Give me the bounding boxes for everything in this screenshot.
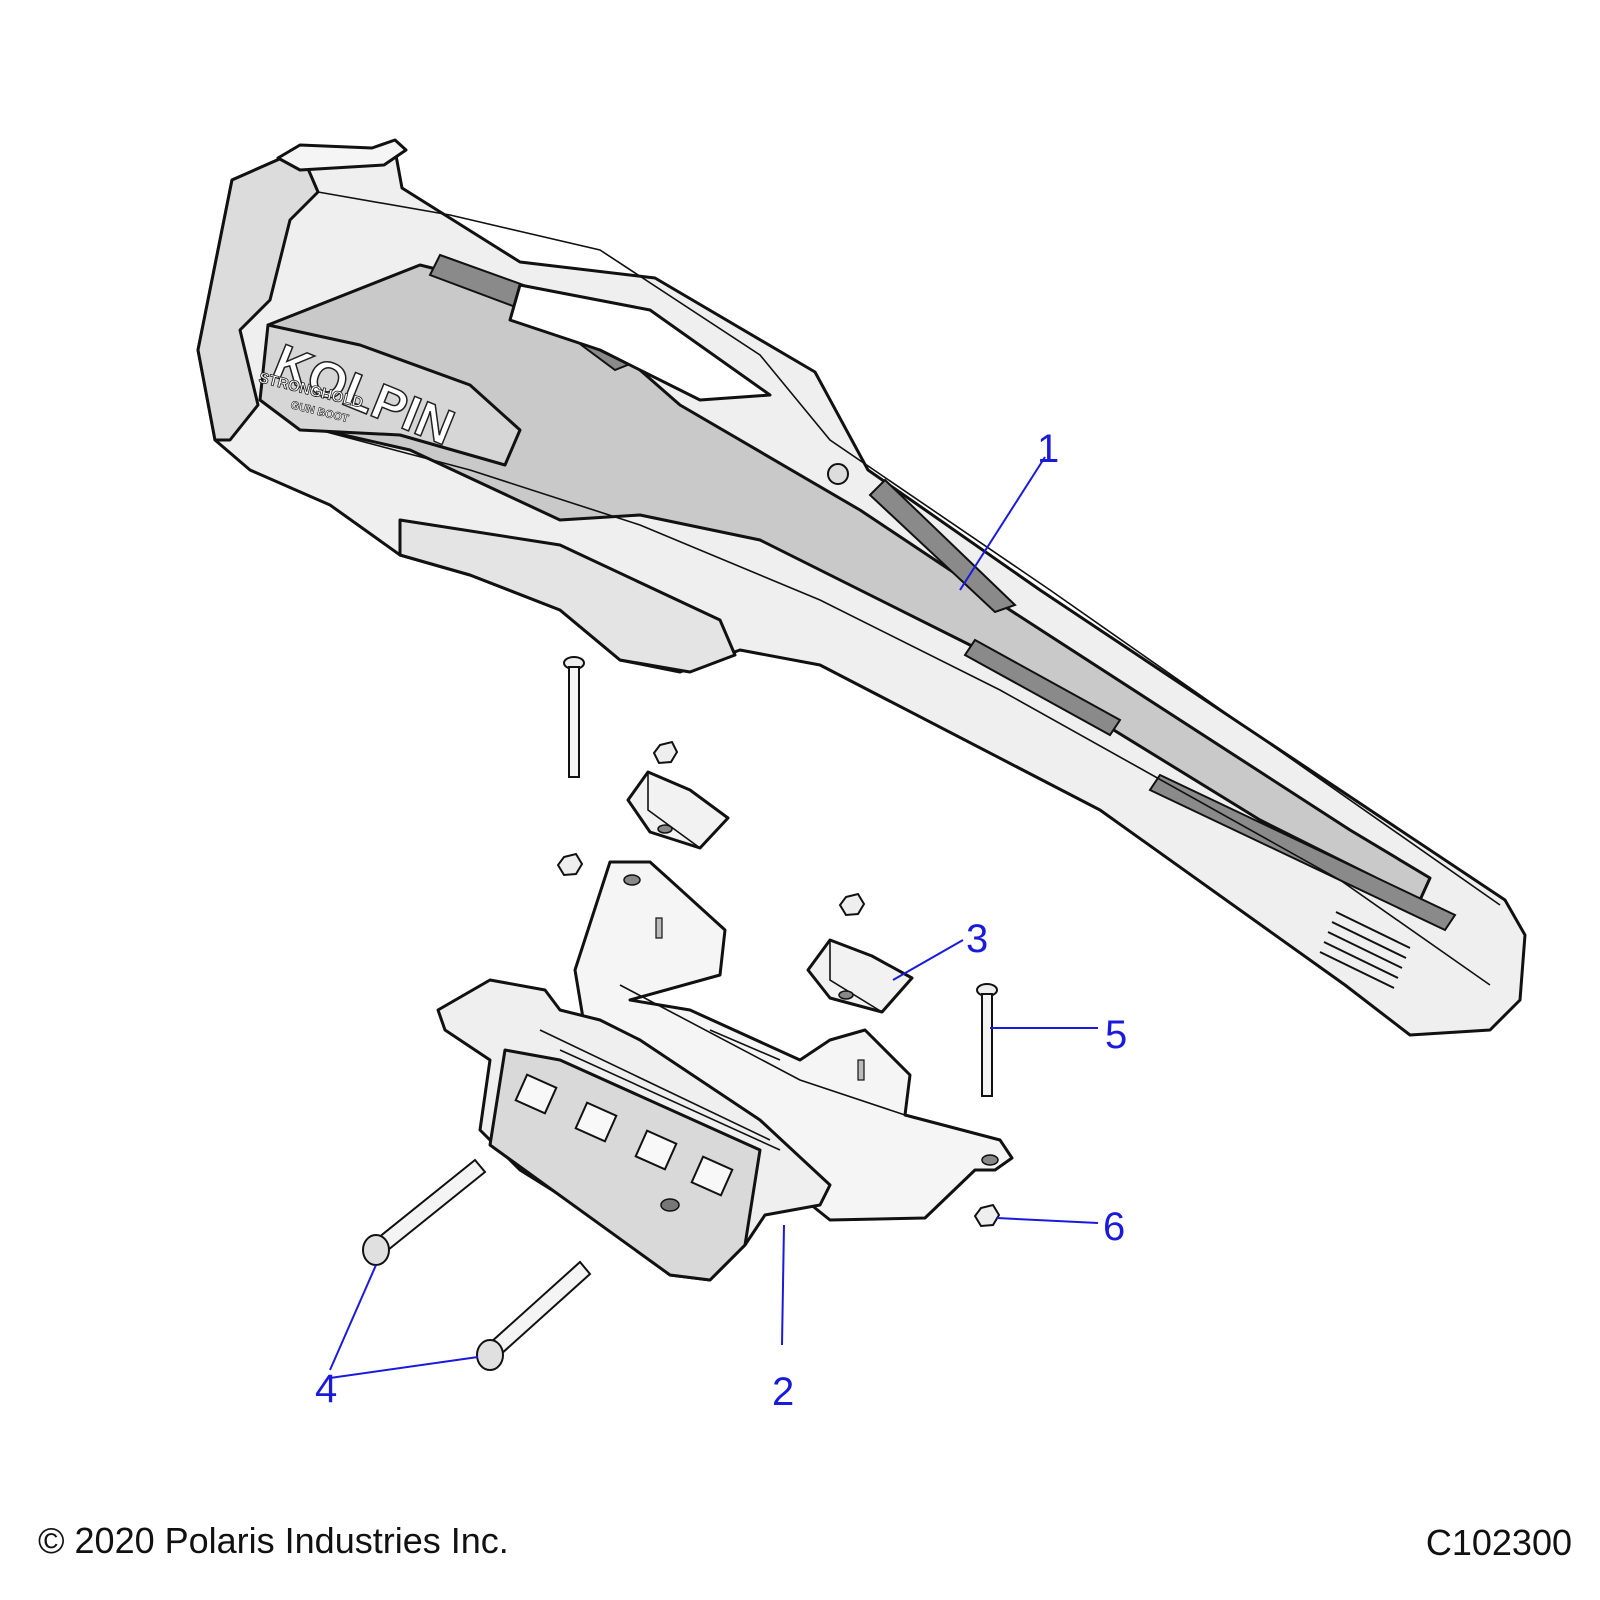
leader-lines [329,456,1099,1379]
callout-2: 2 [772,1370,794,1414]
vent-slits [1319,911,1411,989]
nut-6 [973,1203,1001,1228]
nut-mid [838,892,866,917]
bolt-5 [976,983,998,1097]
callout-6: 6 [1103,1205,1125,1249]
clamp-bracket-upper [626,770,730,850]
figure-id: C102300 [1425,1522,1572,1563]
rack-bracket [436,978,832,1282]
bolt-4-lower [476,1260,592,1371]
callout-3: 3 [966,917,988,961]
copyright-text: © 2020 Polaris Industries Inc. [38,1520,509,1561]
gun-case: KOLPIN STRONGHOLD GUN BOOT [196,138,1527,1037]
clamp-bracket-3 [806,938,914,1014]
upper-bolt [563,656,585,778]
bolt-4-upper [362,1158,487,1266]
nut-left [556,852,584,877]
callout-4: 4 [315,1367,337,1411]
nut-top [652,740,679,765]
callout-5: 5 [1105,1013,1127,1057]
callout-1: 1 [1037,427,1059,471]
